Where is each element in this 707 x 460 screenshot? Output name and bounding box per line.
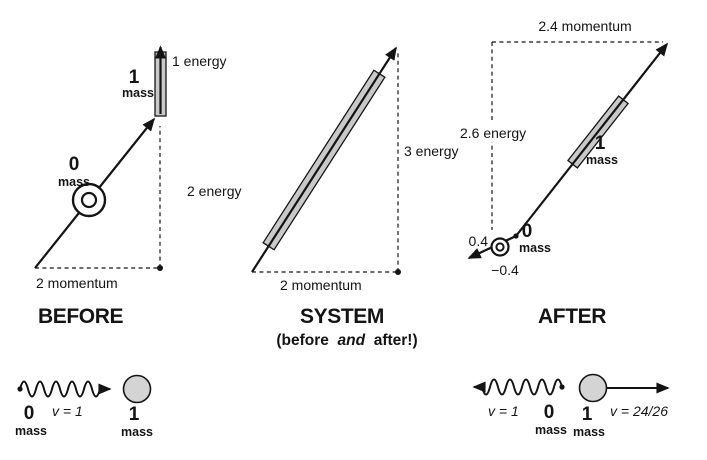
system-energy-label: 3 energy	[404, 143, 458, 159]
after-title: AFTER	[538, 305, 606, 328]
legend-before-ball-mass-value: 1	[129, 404, 140, 425]
legend-after-photon-mass-word: mass	[535, 423, 567, 437]
after-photon-ring-inner-icon	[495, 242, 505, 252]
before-energy-label: 2 energy	[187, 183, 241, 199]
legend-after-photon-mass-value: 0	[544, 402, 555, 423]
after-momentum-label: 2.4 momentum	[538, 18, 631, 34]
after-particle-mass-value: 1	[595, 133, 606, 154]
before-photon-ring-inner-icon	[80, 191, 98, 209]
after-photon-energy-value: 0.4	[469, 233, 489, 249]
system-arrow	[251, 46, 397, 273]
legend-after-photon-speed: v = 1	[488, 403, 519, 419]
after-particle-mass-word: mass	[586, 153, 618, 167]
system-subtitle: (before and after!)	[276, 332, 417, 349]
system-subtitle-post: after!)	[369, 332, 417, 349]
before-panel: 1 mass 1 energy 0 mass 2 energy 2 moment…	[34, 45, 241, 328]
legend-before-particle-ball-icon	[122, 374, 152, 404]
system-panel: 2 momentum 3 energy SYSTEM (before and a…	[251, 46, 458, 349]
legend-after-photon-wave-icon	[472, 378, 563, 396]
before-photon-mass-value: 0	[69, 154, 80, 175]
before-particle-mass-word: mass	[122, 86, 154, 100]
legend-before-photon-wave-icon	[19, 380, 112, 398]
before-particle-mass-value: 1	[129, 67, 140, 88]
legend-before-photon-mass-word: mass	[15, 424, 47, 438]
after-photon-mass-word: mass	[519, 241, 551, 255]
legend-before-photon-speed: v = 1	[52, 403, 83, 419]
after-particle-arrow	[515, 42, 669, 237]
legend-after-ball-mass-word: mass	[573, 425, 605, 439]
after-panel: 2.4 momentum 2.6 energy 1 mass 0.4 −0.4 …	[456, 18, 669, 328]
system-momentum-label: 2 momentum	[280, 277, 362, 293]
after-energy-label-underlay	[456, 123, 542, 142]
legend-after-ball-mass-value: 1	[582, 404, 593, 425]
legend-before-ball-mass-word: mass	[121, 425, 153, 439]
system-title: SYSTEM	[300, 305, 384, 328]
before-title: BEFORE	[38, 305, 124, 328]
before-corner-dot	[157, 265, 163, 271]
system-corner-dot	[395, 269, 401, 275]
system-subtitle-pre: (before	[276, 332, 333, 349]
after-junction-dot	[513, 233, 519, 239]
legend-after-particle-ball-icon	[578, 373, 608, 403]
before-photon-mass-word: mass	[58, 175, 90, 189]
after-photon-momentum-value: −0.4	[491, 262, 519, 278]
legend-after-ball-speed: v = 24/26	[610, 403, 668, 419]
before-momentum-label: 2 momentum	[36, 275, 118, 291]
legend-before: 0 mass v = 1 1 mass	[15, 374, 153, 439]
system-subtitle-emph: and	[338, 332, 366, 349]
legend-after: v = 1 0 mass 1 mass v = 24/26	[472, 373, 670, 439]
before-particle-energy-label: 1 energy	[172, 53, 226, 69]
legend-before-photon-mass-value: 0	[24, 403, 35, 424]
after-photon-mass-value: 0	[522, 221, 533, 242]
after-energy-label: 2.6 energy	[460, 125, 526, 141]
